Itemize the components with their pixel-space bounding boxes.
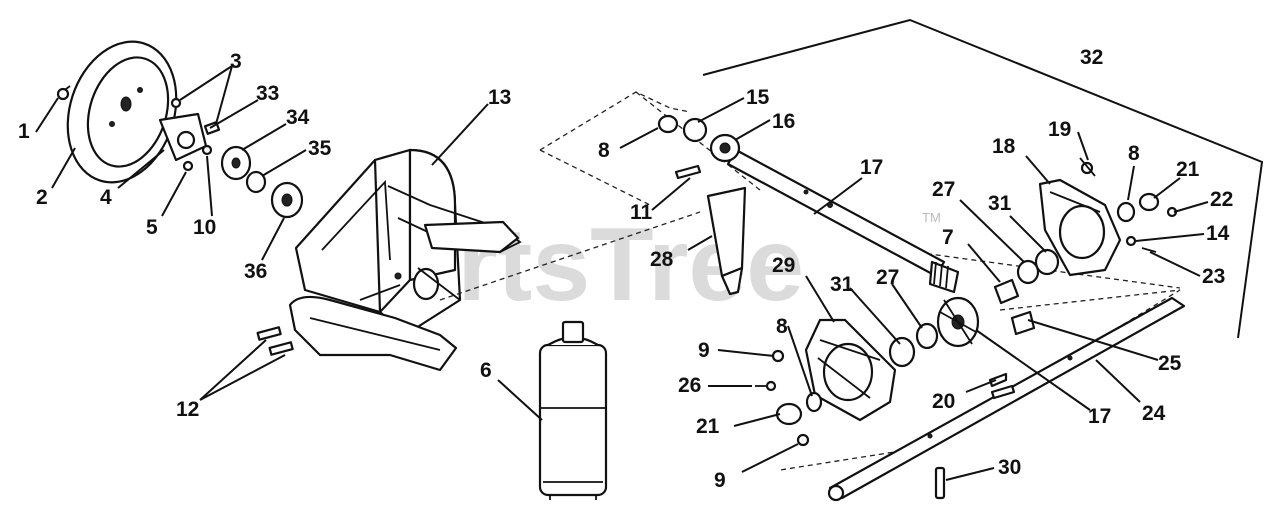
watermark-trademark: TM	[922, 210, 941, 225]
callout-34: 34	[286, 106, 310, 129]
shear-pins	[256, 326, 294, 356]
gear-housing-right	[993, 157, 1178, 305]
callout-1: 1	[18, 120, 30, 143]
callout-25: 25	[1158, 352, 1182, 375]
callout-29: 29	[772, 254, 795, 277]
callout-10: 10	[193, 216, 216, 239]
callout-20: 20	[932, 390, 955, 413]
callout-27-b: 27	[876, 266, 899, 289]
callout-8-c: 8	[776, 315, 788, 338]
grease-tube	[706, 186, 747, 296]
callout-31-b: 31	[830, 273, 854, 296]
callout-27-a: 27	[932, 178, 955, 201]
callout-28: 28	[650, 248, 674, 271]
callout-21-b: 21	[696, 415, 720, 438]
callout-12: 12	[176, 398, 199, 421]
callout-7: 7	[942, 226, 954, 249]
callout-35: 35	[308, 137, 332, 160]
callout-17-a: 17	[860, 156, 883, 179]
callout-2: 2	[36, 186, 48, 209]
callout-33: 33	[256, 82, 279, 105]
callout-9-a: 9	[698, 339, 710, 362]
upper-dashed-bracket	[539, 91, 761, 206]
callout-4: 4	[100, 186, 112, 209]
gear-housing-left	[755, 296, 1036, 447]
callout-14: 14	[1206, 222, 1230, 245]
callout-32: 32	[1080, 46, 1103, 69]
callout-13: 13	[488, 86, 511, 109]
callout-11: 11	[630, 201, 653, 224]
auger-housing	[288, 148, 522, 372]
pulley-assembly	[56, 40, 304, 219]
callout-3: 3	[230, 50, 242, 73]
callout-6: 6	[480, 359, 492, 382]
callout-19: 19	[1048, 118, 1071, 141]
oil-bottle	[538, 320, 608, 500]
worm-shaft-assembly	[657, 114, 960, 294]
callout-9-b: 9	[714, 469, 726, 492]
callout-5: 5	[146, 216, 158, 239]
callout-24: 24	[1142, 402, 1166, 425]
group-bracket-32	[702, 18, 1264, 339]
auger-shaft	[827, 296, 1186, 502]
callout-36: 36	[244, 260, 267, 283]
callout-17-b: 17	[1088, 405, 1111, 428]
callout-26: 26	[678, 374, 701, 397]
callout-18: 18	[992, 135, 1016, 158]
leader-lines	[35, 65, 1209, 481]
callout-21-a: 21	[1176, 158, 1200, 181]
callout-16: 16	[772, 110, 795, 133]
callout-31-a: 31	[988, 192, 1012, 215]
callout-30: 30	[998, 456, 1021, 479]
callout-8-b: 8	[1128, 142, 1140, 165]
callout-22: 22	[1210, 188, 1233, 211]
callout-labels: 1 2 3 33 34 35 4 5 10 36 13 12 6 8 15 16…	[18, 46, 1233, 492]
callout-15: 15	[746, 86, 770, 109]
callout-23: 23	[1202, 265, 1225, 288]
callout-8-a: 8	[598, 139, 610, 162]
